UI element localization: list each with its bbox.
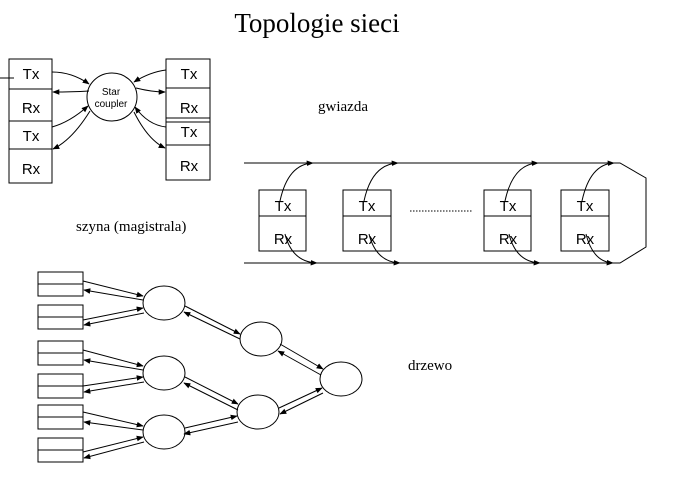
tree-hub-1 xyxy=(142,285,186,321)
tx-label: Tx xyxy=(181,66,198,83)
tx-label: Tx xyxy=(23,128,40,145)
rx-label: Rx xyxy=(180,158,199,175)
tree-topology xyxy=(37,271,363,463)
tree-leaf-2 xyxy=(37,304,84,330)
tx-label: Tx xyxy=(275,198,292,215)
rx-label: Rx xyxy=(180,100,199,117)
tree-leaf-3 xyxy=(37,340,84,366)
tree-root-hub xyxy=(319,361,363,397)
bus-station-4 xyxy=(560,189,610,252)
rx-label: Rx xyxy=(22,161,41,178)
tree-hub-4 xyxy=(239,321,283,357)
tree-hub-2 xyxy=(142,355,186,391)
star-topology-label: gwiazda xyxy=(318,99,368,115)
rx-label: Rx xyxy=(22,100,41,117)
bus-line xyxy=(244,162,647,264)
star-topology xyxy=(0,58,211,184)
tree-hub-3 xyxy=(142,414,186,450)
star-coupler-label-line2: coupler xyxy=(95,99,128,110)
tree-leaf-6 xyxy=(37,437,84,463)
star-station-right-top xyxy=(165,58,211,119)
tx-label: Tx xyxy=(359,198,376,215)
tree-topology-label: drzewo xyxy=(408,358,453,374)
bus-station-1 xyxy=(258,189,307,252)
tx-label: Tx xyxy=(181,124,198,141)
bus-topology xyxy=(244,160,647,266)
tx-label: Tx xyxy=(23,66,40,83)
star-station-left-bottom xyxy=(8,120,53,184)
tree-leaf-1 xyxy=(37,271,84,297)
tx-label: Tx xyxy=(577,198,594,215)
tree-leaf-5 xyxy=(37,404,84,430)
tree-hub-5 xyxy=(236,394,280,430)
star-coupler-label-line1: Star xyxy=(102,87,121,98)
star-station-right-bottom xyxy=(165,117,211,181)
rx-label: Rx xyxy=(274,231,293,248)
bus-station-3 xyxy=(483,189,532,252)
star-station-left-top xyxy=(0,58,53,122)
tree-leaf-4 xyxy=(37,373,84,399)
rx-label: Rx xyxy=(358,231,377,248)
page-title: Topologie sieci xyxy=(234,8,400,38)
star-node-labels: Tx Rx Tx Rx Tx Rx Tx Rx Star coupler xyxy=(22,66,199,178)
rx-label: Rx xyxy=(499,231,518,248)
bus-topology-label: szyna (magistrala) xyxy=(76,219,187,235)
tx-label: Tx xyxy=(500,198,517,215)
rx-label: Rx xyxy=(576,231,595,248)
bus-node-labels: Tx Rx Tx Rx Tx Rx Tx Rx xyxy=(274,198,595,248)
star-coupler-node xyxy=(86,72,138,122)
bus-station-2 xyxy=(342,189,392,252)
